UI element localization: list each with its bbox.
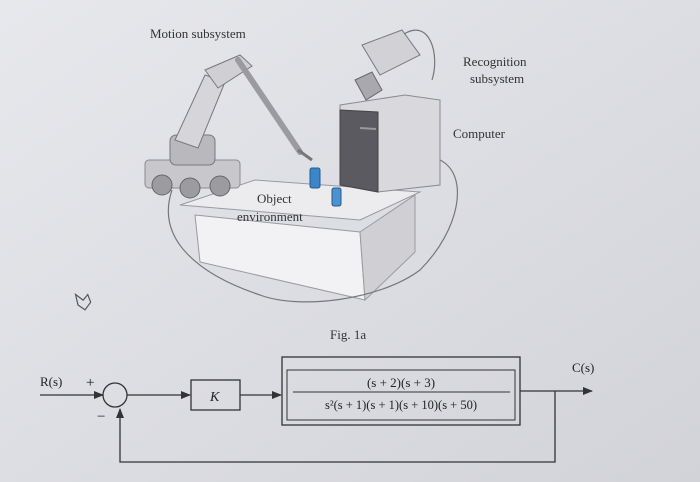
- plant-block-inner: [286, 369, 516, 421]
- gain-label: K: [209, 390, 220, 405]
- figure-caption: Fig. 1a: [330, 327, 366, 342]
- computer-front: [339, 109, 379, 193]
- robot-wheel: [179, 177, 201, 199]
- feedback-path: [116, 391, 556, 463]
- camera-body: [361, 29, 421, 76]
- computer-drive-slot: [359, 127, 377, 130]
- robot-wheel: [209, 175, 231, 197]
- robot-illustration: [144, 29, 459, 303]
- label-recognition-line2: subsystem: [470, 71, 524, 86]
- robot-wheel: [151, 174, 173, 196]
- plant-numerator: (s + 2)(s + 3): [367, 375, 435, 390]
- label-recognition-line1: Recognition: [463, 54, 527, 69]
- object-cup: [309, 167, 321, 189]
- label-object-line2: environment: [237, 209, 303, 224]
- object-cup: [331, 187, 342, 207]
- sum-plus-sign: +: [86, 375, 94, 391]
- camera-lens: [354, 71, 383, 101]
- robot-upper-arm: [235, 57, 303, 155]
- label-computer: Computer: [453, 126, 506, 141]
- block-diagram: [40, 356, 593, 463]
- label-object-line1: Object: [257, 191, 292, 206]
- input-label: R(s): [40, 374, 62, 389]
- robot-cable: [167, 159, 459, 303]
- plant-denominator: s²(s + 1)(s + 1)(s + 10)(s + 50): [325, 398, 477, 412]
- output-label: C(s): [572, 360, 594, 375]
- table-side: [359, 194, 416, 302]
- robot-gripper: [297, 148, 313, 162]
- pointer-hand-icon: [74, 293, 92, 311]
- camera-cable: [403, 29, 436, 81]
- label-motion-subsystem: Motion subsystem: [150, 26, 246, 41]
- sum-minus-sign: −: [97, 409, 105, 425]
